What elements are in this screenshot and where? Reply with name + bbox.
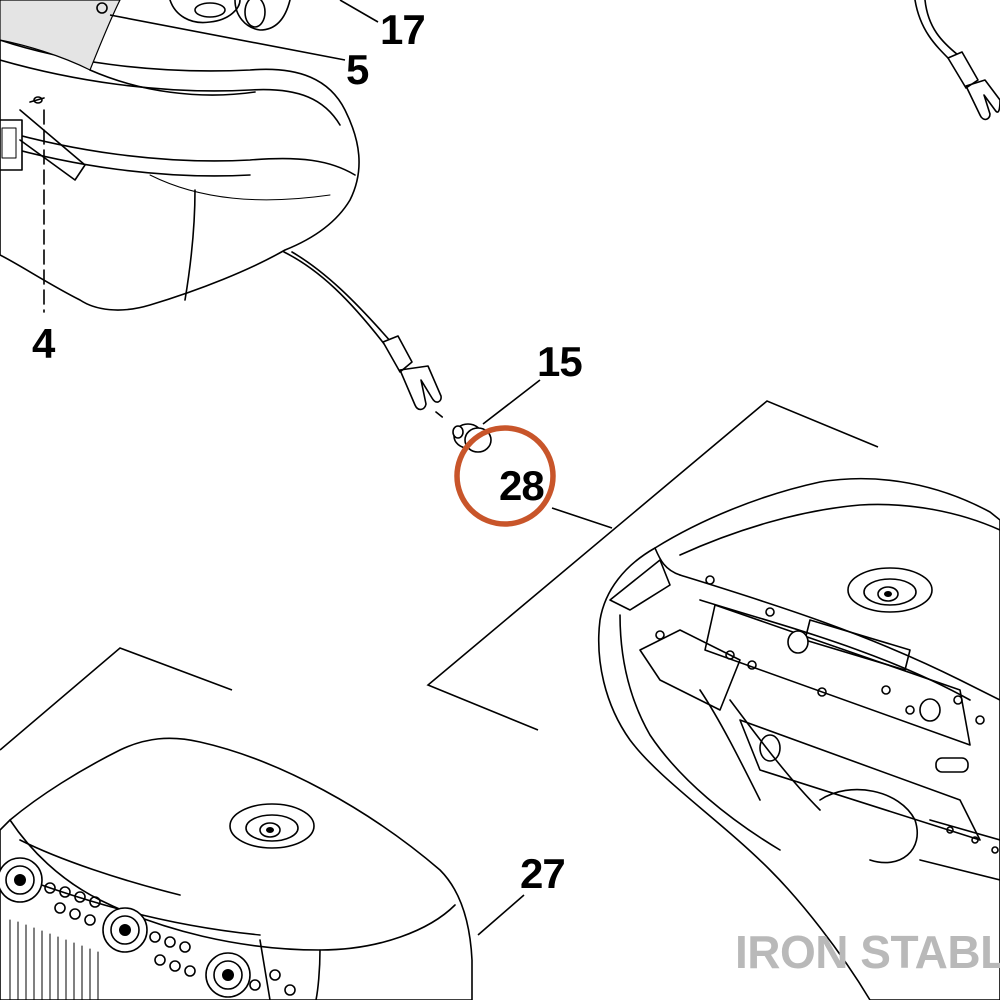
grommet-part	[435, 379, 541, 453]
saddlebag-bottom-left	[0, 737, 525, 1000]
leader-28	[551, 507, 613, 529]
callout-5: 5	[346, 46, 369, 93]
leader-5	[109, 14, 346, 61]
callout-27: 27	[520, 850, 565, 897]
bracket-right	[426, 400, 879, 731]
watermark-text: IRON STABLE	[735, 926, 1000, 978]
bracket-bottom-left	[0, 647, 233, 751]
highlight-circle	[454, 425, 556, 527]
callout-28: 28	[499, 462, 544, 509]
saddlebag-top-left	[0, 0, 442, 411]
saddlebag-right-interior	[597, 477, 1000, 1000]
leader-17	[339, 0, 379, 23]
callout-4: 4	[32, 320, 56, 367]
callout-15: 15	[537, 338, 582, 385]
callout-17: 17	[380, 6, 425, 53]
ground-cable-top-right	[914, 0, 1000, 121]
